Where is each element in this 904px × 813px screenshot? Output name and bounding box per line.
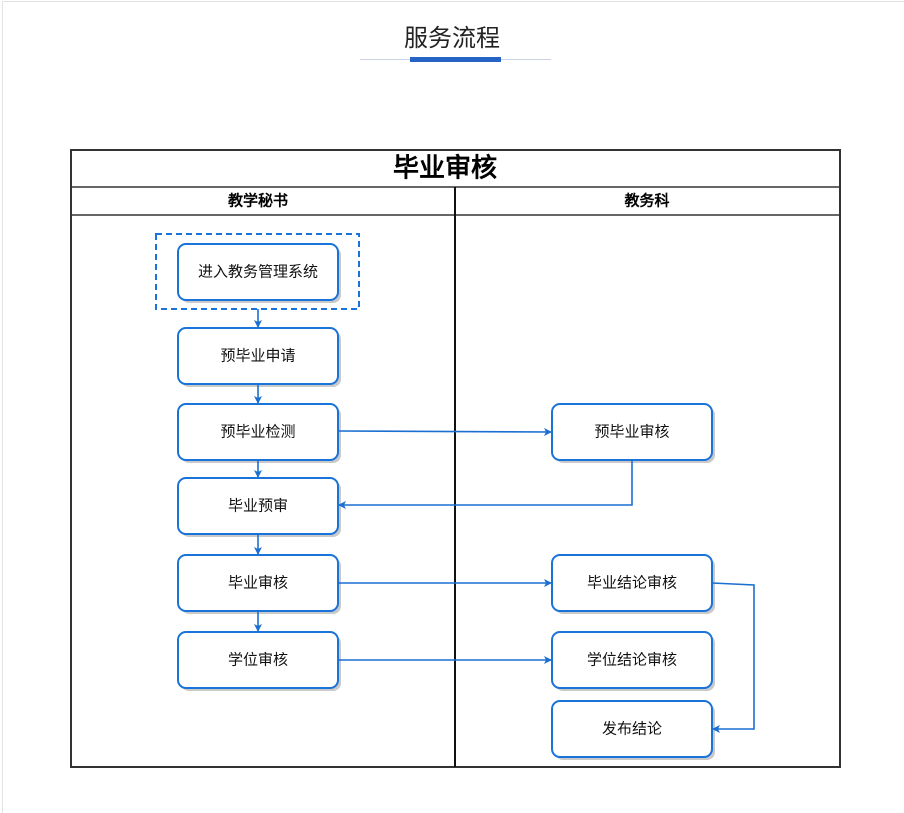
node-label: 学位结论审核 bbox=[587, 651, 677, 669]
node-degree-review: 学位审核 bbox=[177, 631, 341, 691]
edge-conclusion-to-publish bbox=[711, 582, 755, 733]
node-label: 学位审核 bbox=[228, 651, 288, 669]
node-label: 毕业结论审核 bbox=[587, 574, 677, 592]
node-label: 毕业审核 bbox=[228, 574, 288, 592]
start-group-dashed bbox=[155, 233, 360, 310]
node-grad-prereview: 毕业预审 bbox=[177, 477, 341, 537]
node-publish: 发布结论 bbox=[551, 700, 715, 760]
pool-title: 毕业审核 bbox=[393, 153, 497, 184]
node-pre-apply: 预毕业申请 bbox=[177, 327, 341, 387]
node-grad-review: 毕业审核 bbox=[177, 554, 341, 614]
node-box bbox=[177, 327, 339, 385]
edges bbox=[254, 309, 755, 733]
node-label: 预毕业审核 bbox=[594, 423, 669, 441]
node-label: 预毕业申请 bbox=[220, 347, 295, 365]
section-title: 服务流程 bbox=[404, 24, 500, 52]
lane-header-secretary: 教学秘书 bbox=[227, 192, 288, 210]
node-enter-system: 进入教务管理系统 bbox=[177, 243, 341, 303]
title-accent-bar bbox=[410, 57, 501, 62]
node-label: 预毕业检测 bbox=[220, 423, 295, 441]
node-pre-review: 预毕业审核 bbox=[551, 403, 715, 463]
node-degree-conclusion-review: 学位结论审核 bbox=[551, 631, 715, 691]
node-box bbox=[177, 243, 339, 301]
edge-check-to-pre-review bbox=[337, 427, 552, 436]
edge-pre-review-to-grad-prereview bbox=[338, 460, 633, 509]
lane-header-academic-affairs: 教务科 bbox=[623, 192, 669, 210]
node-box bbox=[551, 631, 713, 689]
node-grad-conclusion-review: 毕业结论审核 bbox=[551, 554, 715, 614]
node-pre-check: 预毕业检测 bbox=[177, 403, 341, 463]
node-label: 发布结论 bbox=[602, 720, 662, 738]
node-label: 毕业预审 bbox=[228, 497, 288, 515]
node-label: 进入教务管理系统 bbox=[198, 263, 318, 281]
